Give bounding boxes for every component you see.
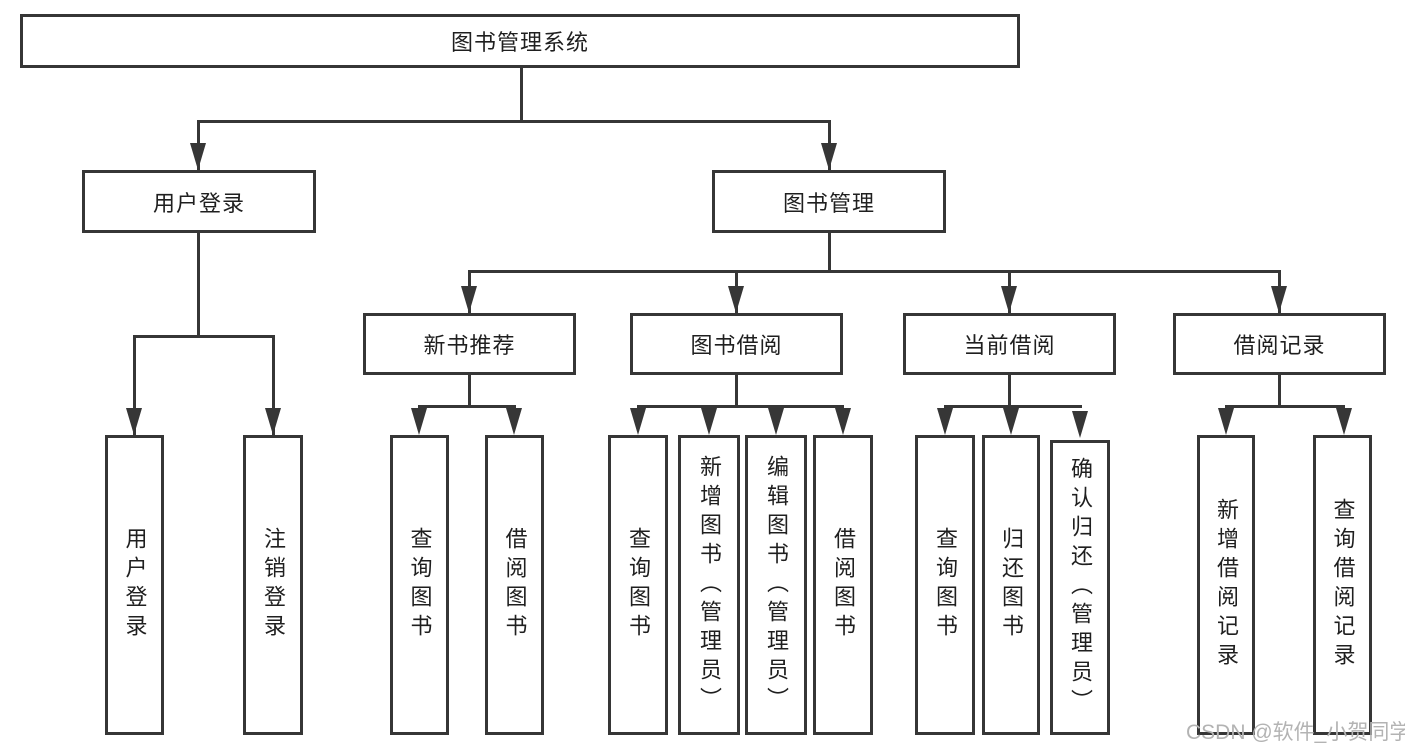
node-current-borrow-label: 当前借阅 — [963, 333, 1056, 358]
arrowhead-currentborrow — [1001, 286, 1017, 313]
connector-root-rail — [197, 120, 831, 123]
node-bb-add-books-label: 新增图书（管理员） — [697, 454, 722, 716]
node-logout-leaf-label: 注销登录 — [261, 527, 286, 643]
node-cb-confirm-return-label: 确认归还（管理员） — [1068, 457, 1093, 718]
node-cb-query-books: 查询图书 — [915, 435, 975, 735]
node-nb-borrow-books: 借阅图书 — [485, 435, 544, 735]
node-new-book-rec-label: 新书推荐 — [423, 333, 516, 358]
connector-bookborrow-rail — [637, 405, 844, 408]
arrowhead-userlogin — [190, 143, 206, 170]
connector-currentborrow-rail — [944, 405, 1082, 408]
node-current-borrow: 当前借阅 — [903, 313, 1116, 375]
connector-userlogin-stem — [197, 233, 200, 335]
arrowhead-bookborrow — [728, 286, 744, 313]
arrowhead-bookmgmt — [821, 143, 837, 170]
node-bb-borrow-books: 借阅图书 — [813, 435, 873, 735]
arrowhead-br-add — [1218, 408, 1234, 435]
connector-borrowrecords-rail — [1225, 405, 1345, 408]
connector-borrowrecords-stem — [1278, 375, 1281, 405]
arrowhead-cb-query — [937, 408, 953, 435]
node-user-login-leaf-label: 用户登录 — [122, 527, 148, 643]
node-book-mgmt-branch: 图书管理 — [712, 170, 946, 233]
node-br-add-record: 新增借阅记录 — [1197, 435, 1255, 735]
node-borrow-records-label: 借阅记录 — [1233, 333, 1326, 358]
node-nb-query-books-label: 查询图书 — [407, 527, 433, 643]
node-bb-edit-books: 编辑图书（管理员） — [745, 435, 807, 735]
arrowhead-bb-borrow — [835, 408, 851, 435]
node-root: 图书管理系统 — [20, 14, 1020, 68]
node-cb-query-books-label: 查询图书 — [933, 527, 958, 643]
node-nb-query-books: 查询图书 — [390, 435, 449, 735]
node-new-book-rec: 新书推荐 — [363, 313, 576, 375]
arrowhead-nb-query — [411, 408, 427, 435]
connector-newbookrec-rail — [418, 405, 516, 408]
watermark: CSDN @软件_小贺同学 — [1186, 721, 1405, 744]
arrowhead-br-query — [1336, 408, 1352, 435]
connector-bookborrow-stem — [735, 375, 738, 405]
node-user-login-branch-label: 用户登录 — [152, 190, 245, 216]
connector-to-userlogin-leaf — [133, 335, 136, 435]
node-bb-query-books: 查询图书 — [608, 435, 668, 735]
node-bb-query-books-label: 查询图书 — [626, 527, 651, 643]
node-cb-return-books: 归还图书 — [982, 435, 1040, 735]
node-user-login-branch: 用户登录 — [82, 170, 316, 233]
arrowhead-bb-query — [630, 408, 646, 435]
node-user-login-leaf: 用户登录 — [105, 435, 164, 735]
arrowhead-logout-leaf — [265, 408, 281, 435]
node-bb-edit-books-label: 编辑图书（管理员） — [764, 454, 789, 716]
arrowhead-borrowrecords — [1271, 286, 1287, 313]
connector-root-stem — [520, 68, 523, 120]
node-nb-borrow-books-label: 借阅图书 — [502, 527, 528, 643]
node-bb-borrow-books-label: 借阅图书 — [831, 527, 856, 643]
connector-bookmgmt-rail — [468, 270, 1281, 273]
arrowhead-nb-borrow — [506, 408, 522, 435]
arrowhead-cb-return — [1003, 408, 1019, 435]
node-borrow-records: 借阅记录 — [1173, 313, 1386, 375]
arrowhead-bb-edit — [768, 408, 784, 435]
node-br-add-record-label: 新增借阅记录 — [1214, 498, 1239, 672]
arrowhead-newbookrec — [461, 286, 477, 313]
node-logout-leaf: 注销登录 — [243, 435, 303, 735]
node-book-borrow: 图书借阅 — [630, 313, 843, 375]
node-bb-add-books: 新增图书（管理员） — [678, 435, 740, 735]
connector-bookmgmt-stem — [828, 233, 831, 270]
connector-currentborrow-stem — [1008, 375, 1011, 405]
node-cb-return-books-label: 归还图书 — [999, 527, 1024, 643]
node-br-query-record-label: 查询借阅记录 — [1330, 498, 1356, 672]
arrowhead-userlogin-leaf — [126, 408, 142, 435]
node-root-label: 图书管理系统 — [450, 30, 589, 55]
node-br-query-record: 查询借阅记录 — [1313, 435, 1372, 735]
node-book-borrow-label: 图书借阅 — [690, 333, 783, 358]
arrowhead-cb-confirm — [1072, 411, 1088, 438]
connector-userlogin-rail — [133, 335, 275, 338]
connector-newbookrec-stem — [468, 375, 471, 405]
node-book-mgmt-branch-label: 图书管理 — [782, 190, 875, 216]
connector-to-logout-leaf — [272, 335, 275, 435]
arrowhead-bb-add — [701, 408, 717, 435]
node-cb-confirm-return: 确认归还（管理员） — [1050, 440, 1110, 735]
